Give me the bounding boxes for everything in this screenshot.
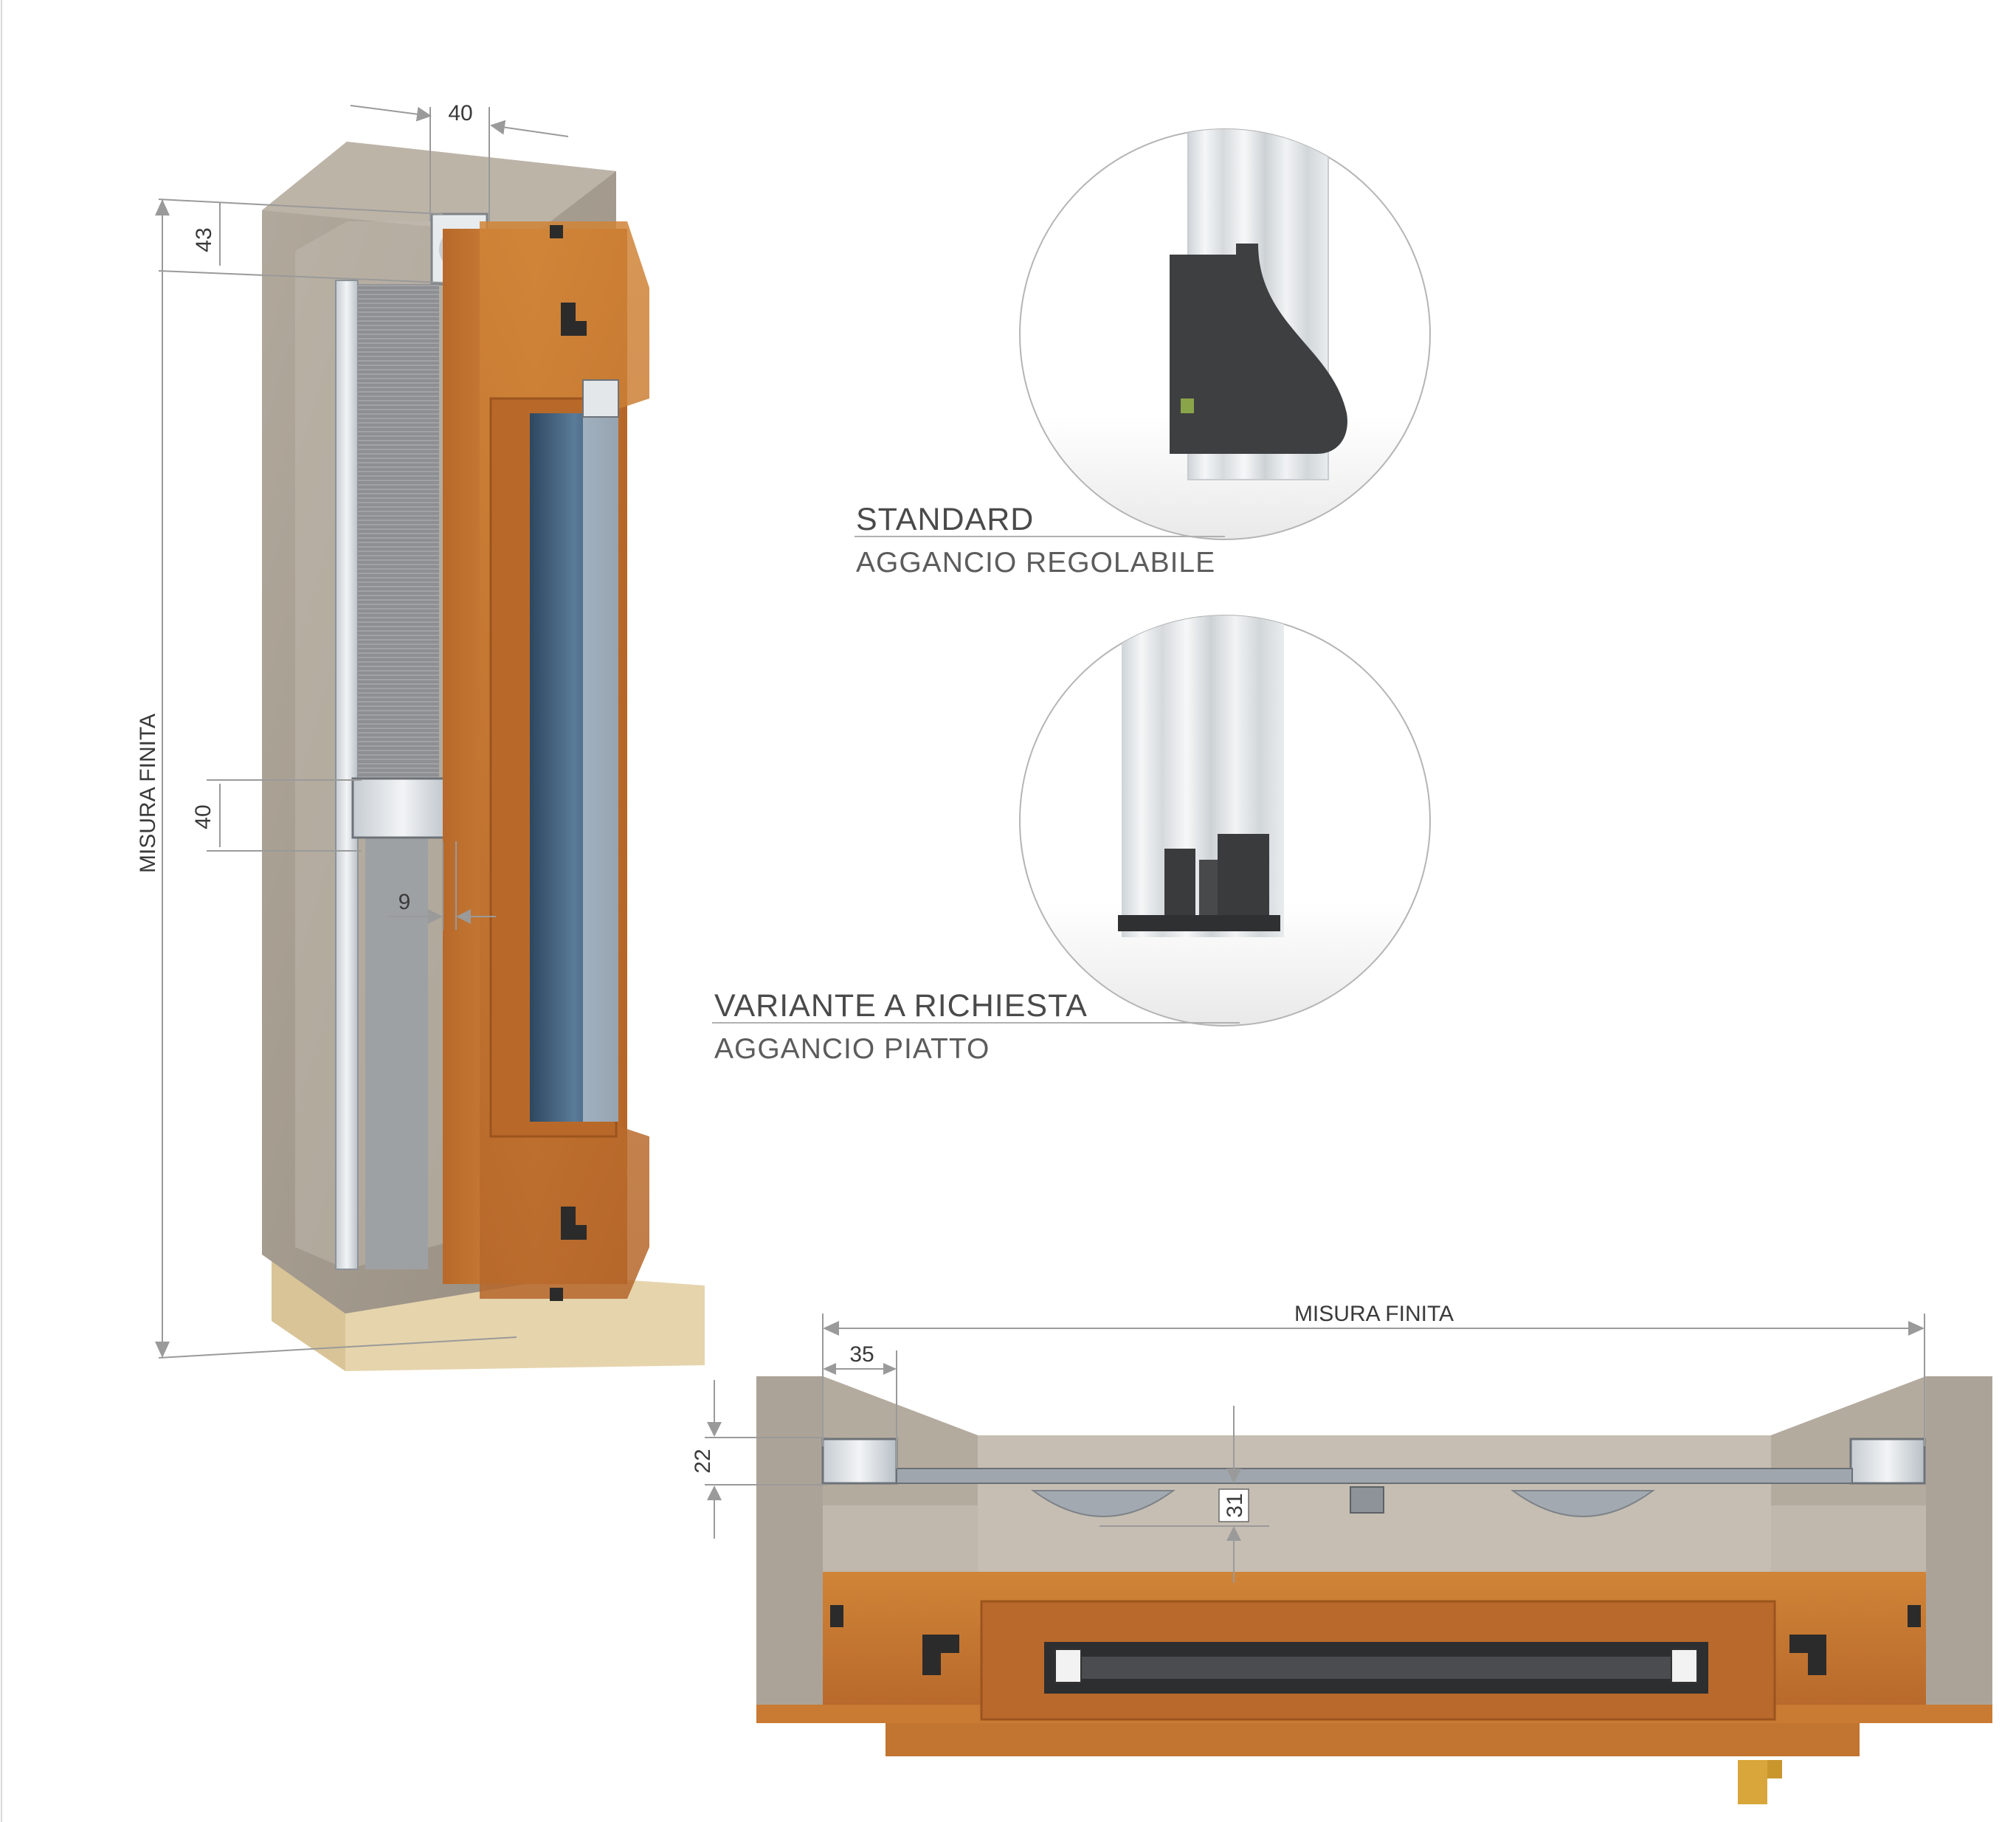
dim-rail-gap: 31 — [1223, 1493, 1247, 1517]
adjustable-hook — [1170, 244, 1347, 454]
mesh-screen — [358, 284, 439, 779]
bottom-dimensions: MISURA FINITA 35 22 31 — [691, 1302, 1925, 1583]
dim-overall-height: MISURA FINITA — [136, 714, 160, 873]
detail-title-variant: VARIANTE A RICHIESTA — [714, 988, 1088, 1024]
detail-variant: VARIANTE A RICHIESTA AGGANCIO PIATTO — [712, 615, 1431, 1065]
dim-bar-height: 40 — [191, 804, 215, 829]
rail — [896, 1468, 1853, 1484]
dim-side-width: 35 — [849, 1342, 874, 1367]
dim-top-width: 40 — [448, 101, 472, 125]
detail-subtitle-variant: AGGANCIO PIATTO — [714, 1033, 990, 1065]
dim-gap: 9 — [398, 890, 411, 914]
detail-title-standard: STANDARD — [856, 502, 1034, 537]
horizontal-section-illustration — [756, 1376, 1992, 1804]
detail-subtitle-standard: AGGANCIO REGOLABILE — [856, 547, 1215, 579]
side-guide — [335, 280, 359, 1270]
bottom-bar — [351, 777, 454, 839]
dim-top-height: 43 — [192, 227, 216, 252]
side-profile-right — [1849, 1438, 1926, 1485]
dim-overall-width: MISURA FINITA — [1294, 1302, 1454, 1326]
wall-left — [756, 1376, 823, 1723]
dim-profile-height: 22 — [691, 1449, 715, 1473]
vertical-section-illustration — [262, 142, 705, 1371]
detail-standard: STANDARD AGGANCIO REGOLABILE — [855, 128, 1431, 579]
wall-right — [1926, 1376, 1992, 1723]
flat-hook — [1118, 915, 1280, 931]
left-dimensions: 40 43 MISURA FINITA 40 9 — [136, 101, 569, 1359]
side-profile-left — [821, 1438, 898, 1485]
